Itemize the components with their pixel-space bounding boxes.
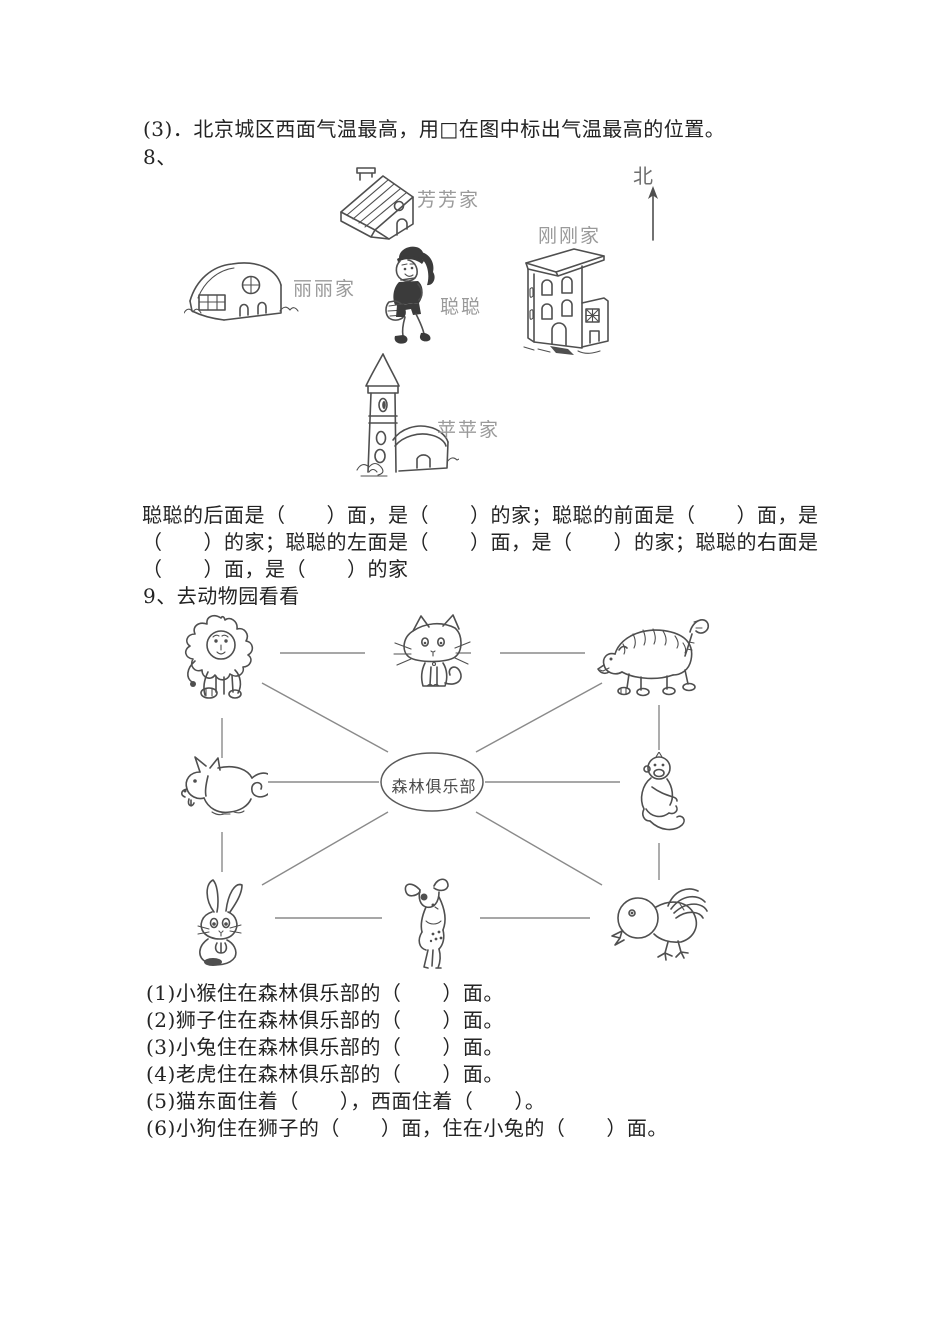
tiger-icon [597, 619, 710, 697]
q9-subquestion-5: (5)猫东面住着（ ），西面住着（ ）。 [146, 1089, 546, 1113]
pingping-label: 苹苹家 [437, 419, 501, 441]
q8-fill-line-2: （ ）的家；聪聪的左面是（ ）面，是（ ）的家；聪聪的右面是 [142, 530, 819, 554]
fangfang-house-illustration [340, 167, 414, 240]
q8-map: 芳芳家 北 刚刚家 [140, 160, 780, 505]
forest-club-connector-lines [221, 652, 660, 919]
congcong-label: 聪聪 [440, 296, 483, 318]
chick-icon [611, 888, 708, 961]
ganggang-building-illustration [523, 248, 609, 355]
q9-subquestion-6: (6)小狗住在狮子的（ ）面，住在小兔的（ ）面。 [146, 1116, 668, 1140]
dog-icon [181, 756, 268, 816]
q9-title: 9、去动物园看看 [143, 584, 300, 608]
rabbit-icon [197, 879, 243, 966]
forest-club-label: 森林俱乐部 [391, 777, 477, 796]
q9-subquestion-4: (4)老虎住在森林俱乐部的（ ）面。 [146, 1062, 504, 1086]
cat-icon [393, 614, 471, 687]
q8-fill-line-3: （ ）面，是（ ）的家 [142, 557, 409, 581]
q9-subquestion-3: (3)小兔住在森林俱乐部的（ ）面。 [146, 1035, 504, 1059]
fangfang-label: 芳芳家 [417, 189, 481, 211]
north-label: 北 [633, 164, 653, 188]
lion-icon [184, 615, 254, 699]
lili-label: 丽丽家 [293, 278, 357, 300]
congcong-boy-illustration [385, 246, 435, 344]
pingping-house-illustration [356, 353, 459, 477]
q7-item3-text: (3)．北京城区西面气温最高，用□在图中标出气温最高的位置。 [143, 117, 726, 141]
q8-fill-line-1: 聪聪的后面是（ ）面，是（ ）的家；聪聪的前面是（ ）面，是 [142, 503, 819, 527]
lili-house-illustration [184, 262, 299, 321]
q8-number: 8、 [143, 145, 177, 169]
north-arrow-icon [648, 186, 658, 241]
q9-subquestion-1: (1)小猴住在森林俱乐部的（ ）面。 [146, 981, 504, 1005]
deer-icon [404, 878, 449, 969]
ganggang-label: 刚刚家 [538, 225, 602, 247]
monkey-icon [640, 752, 685, 831]
q9-subquestion-2: (2)狮子住在森林俱乐部的（ ）面。 [146, 1008, 504, 1032]
